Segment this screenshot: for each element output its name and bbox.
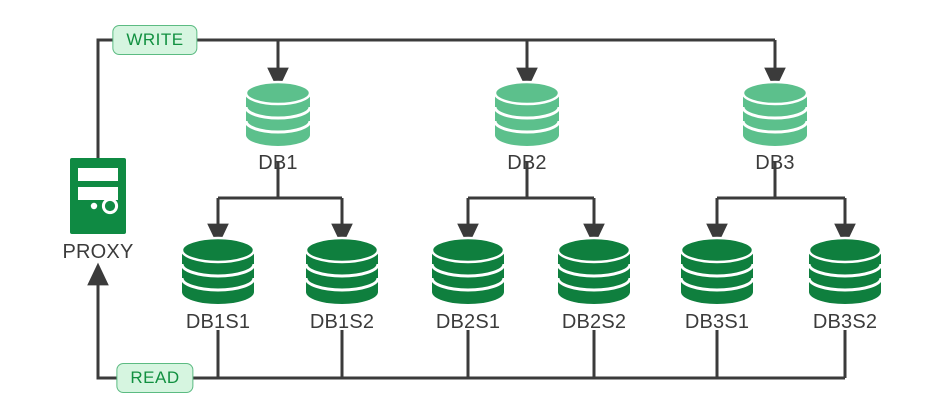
db-label-db2s2: DB2S2 [561,311,627,333]
edge-read-to-proxy [87,262,122,380]
db-cylinder-db3s1[interactable] [679,236,755,304]
db-cylinder-db3[interactable] [741,80,809,146]
db-label-db3: DB3 [755,152,795,174]
db-cylinder-db2s1[interactable] [430,236,506,304]
db-label-db2: DB2 [507,152,547,174]
db-cylinder-db1[interactable] [244,80,312,146]
db-label-db1: DB1 [258,152,298,174]
db-cylinder-db1s2[interactable] [304,236,380,304]
db-label-db2s1: DB2S1 [435,311,501,333]
badge-write[interactable]: WRITE [112,25,198,55]
db-cylinder-db2s2[interactable] [556,236,632,304]
edge-proxy-to-write [96,38,122,160]
edge-db1-split [218,162,342,200]
db-label-db3s1: DB3S1 [684,311,750,333]
db-label-db1s2: DB1S2 [309,311,375,333]
badge-read[interactable]: READ [116,363,194,393]
proxy-icon[interactable] [70,158,126,234]
db-cylinder-db3s2[interactable] [807,236,883,304]
proxy-label: PROXY [62,241,134,263]
db-cylinder-db2[interactable] [493,80,561,146]
db-cylinder-db1s1[interactable] [180,236,256,304]
db-label-db1s1: DB1S1 [185,311,251,333]
edge-db2-split [468,162,594,200]
db-label-db3s2: DB3S2 [812,311,878,333]
edge-db3-split [717,162,845,200]
